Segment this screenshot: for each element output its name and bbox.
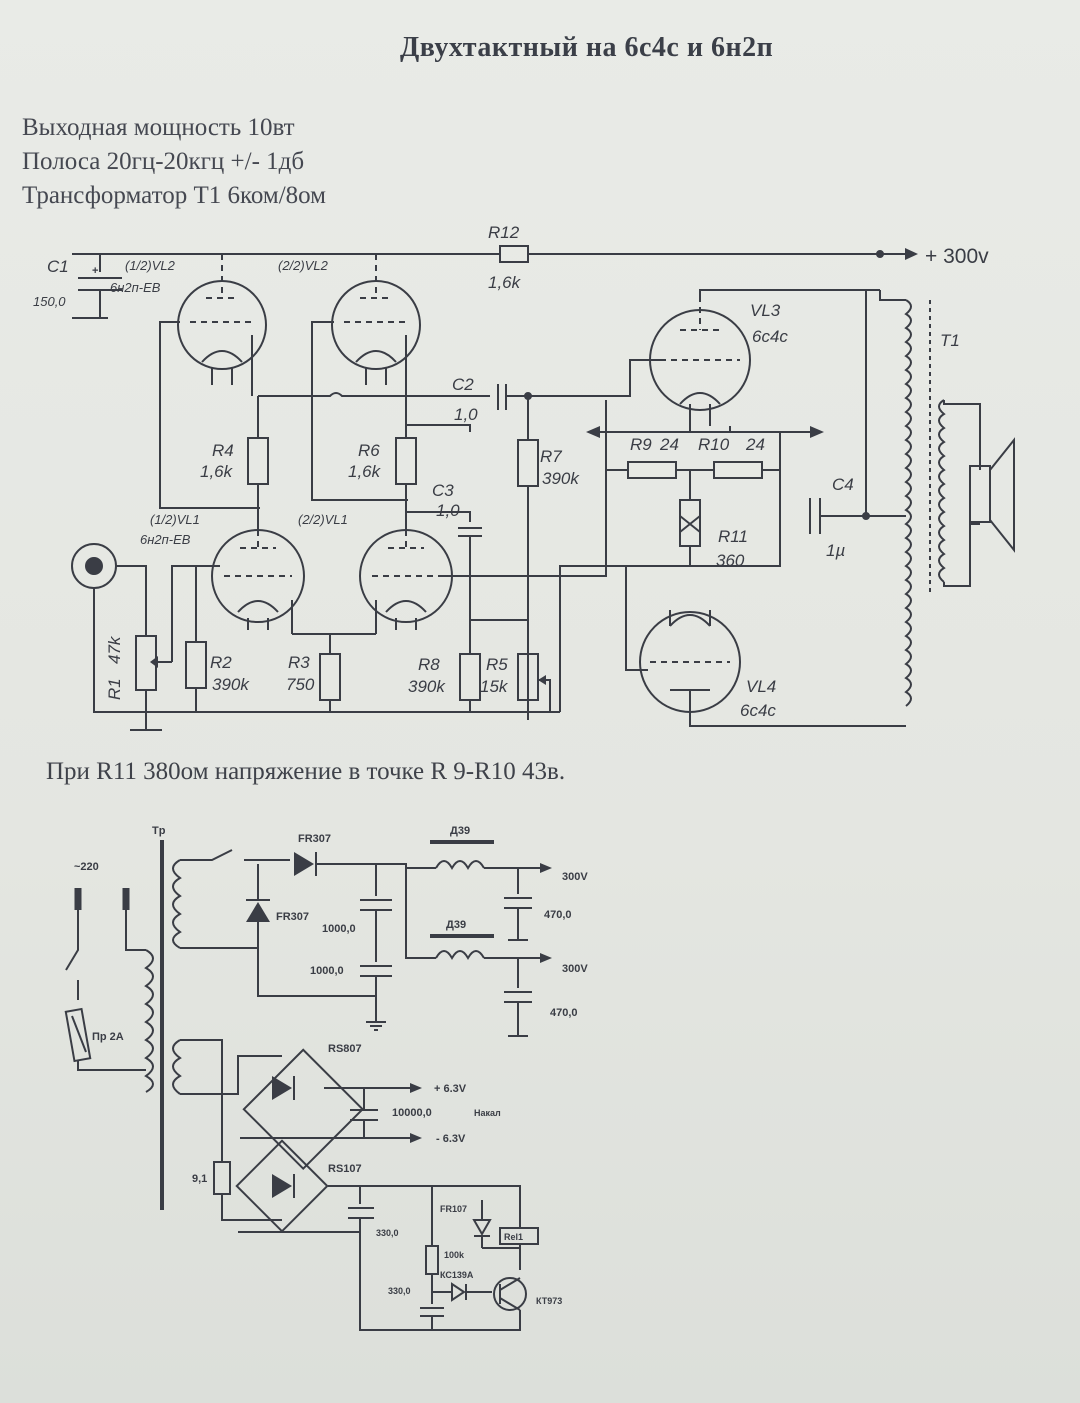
- page-title: Двухтактный на 6с4с и 6н2п: [400, 32, 774, 63]
- bias-note: При R11 380ом напряжение в точке R 9-R10…: [46, 758, 566, 785]
- r2-value: 390k: [212, 675, 250, 694]
- r3-value: 750: [286, 675, 315, 694]
- r5-value: 15k: [480, 677, 509, 696]
- r12-name: R12: [488, 223, 520, 242]
- vl2b-name: (2/2)VL2: [278, 258, 329, 273]
- out1-label: 300V: [562, 871, 588, 883]
- c1-plus: +: [92, 265, 98, 277]
- vl2a-type: 6н2п-EB: [110, 280, 161, 295]
- vl1a-name: (1/2)VL1: [150, 512, 200, 527]
- r7-value: 390k: [542, 469, 580, 488]
- rs107-label: RS107: [328, 1163, 362, 1175]
- r8-name: R8: [418, 655, 440, 674]
- vl3-tube: [649, 296, 751, 426]
- cap2-label: 1000,0: [310, 965, 344, 977]
- c1-value: 150,0: [33, 294, 66, 309]
- cap10000-label: 10000,0: [392, 1107, 432, 1119]
- heat-minus-label: - 6.3V: [436, 1133, 466, 1145]
- vl2b-tube: [331, 254, 421, 425]
- r4-value: 1,6k: [200, 462, 234, 481]
- supply-label: + 300v: [925, 245, 989, 268]
- kt-label: КТ973: [536, 1296, 562, 1306]
- heat-label: Накал: [474, 1108, 501, 1118]
- r1-value: 47k: [105, 635, 124, 664]
- r10-name: R10: [698, 435, 730, 454]
- r12-value: 1,6k: [488, 273, 522, 292]
- power-supply-schematic: ~220 Пр 2А Tp FR307 FR307 1000,0 1000,0: [64, 825, 588, 1331]
- vl2a-name: (1/2)VL2: [125, 258, 176, 273]
- heat-plus-label: + 6.3V: [434, 1083, 467, 1095]
- c4-value: 1µ: [826, 541, 845, 560]
- vl1b-name: (2/2)VL1: [298, 512, 348, 527]
- fr107-label: FR107: [440, 1204, 467, 1214]
- r11-value: 360: [716, 551, 745, 570]
- r5-name: R5: [486, 655, 508, 674]
- cap470a-label: 470,0: [544, 909, 572, 921]
- r4-name: R4: [212, 441, 234, 460]
- vl1a-tube: [211, 529, 305, 634]
- r91-label: 9,1: [192, 1173, 207, 1185]
- vl1b-tube: [359, 529, 453, 634]
- r9-name: R9: [630, 435, 652, 454]
- vl4-tube: [639, 611, 741, 716]
- c3-name: C3: [432, 481, 454, 500]
- r2-name: R2: [210, 653, 232, 672]
- choke2-label: Д39: [446, 919, 466, 931]
- cap330a-label: 330,0: [376, 1228, 399, 1238]
- out2-label: 300V: [562, 963, 588, 975]
- vl3-type: 6c4c: [752, 327, 788, 346]
- vl1a-type: 6н2п-EB: [140, 532, 191, 547]
- r10-value: 24: [745, 435, 765, 454]
- amplifier-schematic: R12 1,6k + 300v C1 + 150,0 (1/2)VL2 6н2п…: [33, 223, 1015, 731]
- vl2a-tube: [177, 254, 267, 396]
- t1-name: T1: [940, 331, 960, 350]
- cap470b-label: 470,0: [550, 1007, 578, 1019]
- r6-value: 1,6k: [348, 462, 382, 481]
- c4-name: C4: [832, 475, 854, 494]
- r8-value: 390k: [408, 677, 446, 696]
- fr307a-label: FR307: [298, 833, 331, 845]
- c3-value: 1,0: [436, 501, 460, 520]
- vl4-type: 6c4c: [740, 701, 776, 720]
- spec-power: Выходная мощность 10вт: [22, 114, 295, 141]
- c1-name: C1: [47, 257, 69, 276]
- r6-name: R6: [358, 441, 380, 460]
- tr-label: Tp: [152, 825, 166, 837]
- r11-name: R11: [718, 527, 748, 546]
- r3-name: R3: [288, 653, 310, 672]
- spec-transformer: Трансформатор Т1 6ком/8ом: [22, 182, 326, 209]
- fuse-label: Пр 2А: [92, 1031, 124, 1043]
- vl4-name: VL4: [746, 677, 776, 696]
- cap330b-label: 330,0: [388, 1286, 411, 1296]
- vl3-name: VL3: [750, 301, 781, 320]
- r7-name: R7: [540, 447, 562, 466]
- r100k-label: 100k: [444, 1250, 465, 1260]
- r9-value: 24: [659, 435, 679, 454]
- c2-name: C2: [452, 375, 474, 394]
- r1-name: R1: [105, 678, 124, 700]
- fr307b-label: FR307: [276, 911, 309, 923]
- rs807-label: RS807: [328, 1043, 362, 1055]
- choke1-label: Д39: [450, 825, 470, 837]
- mains-label: ~220: [74, 861, 99, 873]
- cap1-label: 1000,0: [322, 923, 356, 935]
- c2-value: 1,0: [454, 405, 478, 424]
- relay-label: Rel1: [504, 1232, 523, 1242]
- spec-bandwidth: Полоса 20гц-20кгц +/- 1дб: [22, 148, 305, 175]
- kc-label: КС139А: [440, 1270, 474, 1280]
